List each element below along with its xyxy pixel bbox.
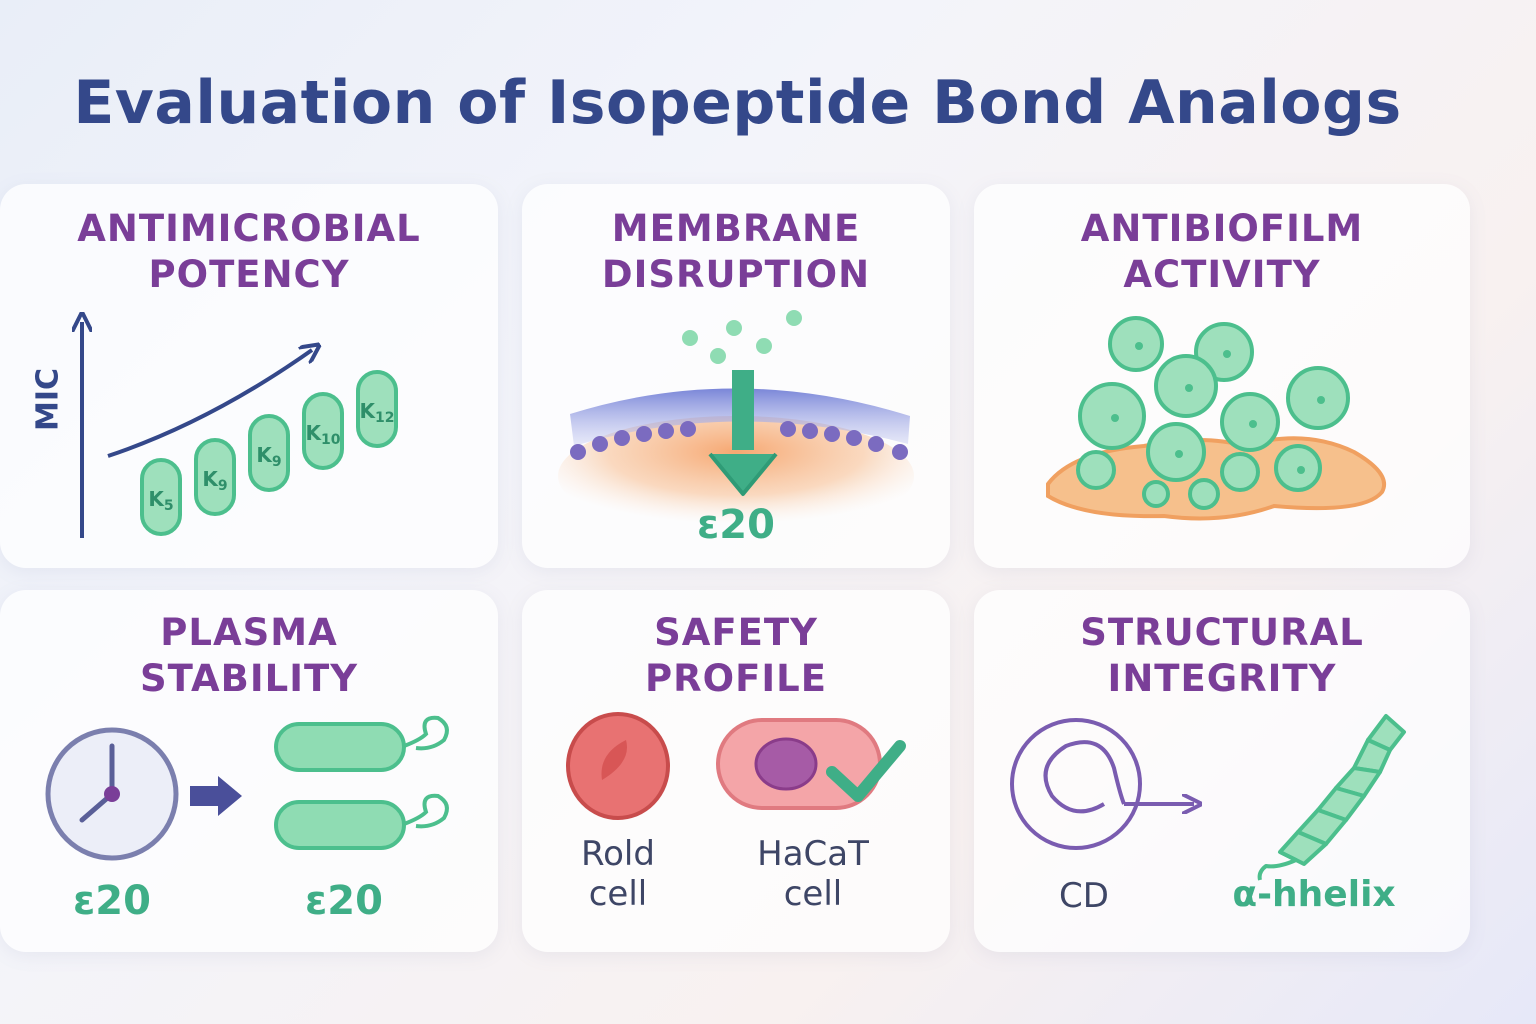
card-title-membrane: MEMBRANE DISRUPTION (601, 207, 871, 296)
membrane-label: ε20 (697, 502, 775, 548)
biofilm-cell (1076, 450, 1116, 490)
card-title-plasma: PLASMA STABILITY (140, 611, 358, 700)
peptide-pill: K9 (248, 414, 290, 492)
cd-label: CD (1059, 876, 1109, 916)
cell-nucleus (1135, 342, 1143, 350)
peptide-label: K12 (360, 399, 395, 426)
cell-nucleus (1175, 450, 1183, 458)
membrane-illustration (558, 310, 914, 536)
lipid-heads (570, 421, 908, 460)
biofilm-cell (1220, 452, 1260, 492)
trend-arrow-icon (107, 350, 312, 458)
card-title-antibiofilm: ANTIBIOFILM ACTIVITY (1080, 207, 1364, 296)
card-title-antimicrobial: ANTIMICROBIAL POTENCY (77, 207, 421, 296)
peptide-pill: K5 (140, 458, 182, 536)
circular-dichroism-icon (1010, 718, 1142, 850)
peptide-pill: K9 (194, 438, 236, 516)
cell-nucleus (1297, 466, 1305, 474)
arrow-down-icon (708, 452, 778, 496)
plasma-label-right: ε20 (305, 878, 383, 924)
card-plasma-stability: PLASMA STABILITY ε20 ε20 (0, 590, 498, 952)
peptide-pill: K10 (302, 392, 344, 470)
card-antibiofilm-activity: ANTIBIOFILM ACTIVITY (974, 184, 1470, 568)
hacat-cell-label: HaCaT cell (757, 834, 869, 914)
card-title-safety: SAFETY PROFILE (645, 611, 827, 700)
bacteria-icon (274, 715, 449, 850)
card-safety-profile: SAFETY PROFILE Rold cell HaCaT cell (522, 590, 950, 952)
card-structural-integrity: STRUCTURAL INTEGRITY CD α-hhelix (974, 590, 1470, 952)
alpha-helix-label: α-hhelix (1232, 874, 1396, 915)
structural-illustration (1010, 714, 1406, 881)
peptide-label: K10 (306, 421, 341, 448)
biofilm-cell (1188, 478, 1220, 510)
peptide-dots (682, 310, 802, 364)
cell-nucleus (1249, 420, 1257, 428)
peptide-pill: K12 (356, 370, 398, 448)
alpha-helix-icon (1257, 714, 1406, 881)
clock-icon (45, 727, 179, 861)
card-membrane-disruption: MEMBRANE DISRUPTION (522, 184, 950, 568)
peptide-label: K5 (148, 487, 173, 514)
mic-axis-label: MIC (30, 367, 66, 432)
biofilm-cell (1142, 480, 1170, 508)
page-title: Evaluation of Isopeptide Bond Analogs (73, 68, 1402, 138)
peptide-label: K9 (256, 443, 281, 470)
checkmark-icon (826, 740, 906, 802)
rbc-cell-label: Rold cell (581, 834, 655, 914)
biofilm-illustration (1046, 316, 1386, 521)
cell-nucleus (1185, 384, 1193, 392)
safety-illustration (566, 712, 906, 820)
cell-nucleus (1317, 396, 1325, 404)
cell-nucleus (1223, 350, 1231, 358)
red-blood-cell-icon (566, 712, 670, 820)
arrow-right-icon (190, 776, 242, 816)
cell-nucleus (1111, 414, 1119, 422)
peptide-label: K9 (202, 467, 227, 494)
card-title-structural: STRUCTURAL INTEGRITY (1080, 611, 1364, 700)
plasma-illustration (45, 715, 449, 861)
plasma-label-left: ε20 (73, 878, 151, 924)
